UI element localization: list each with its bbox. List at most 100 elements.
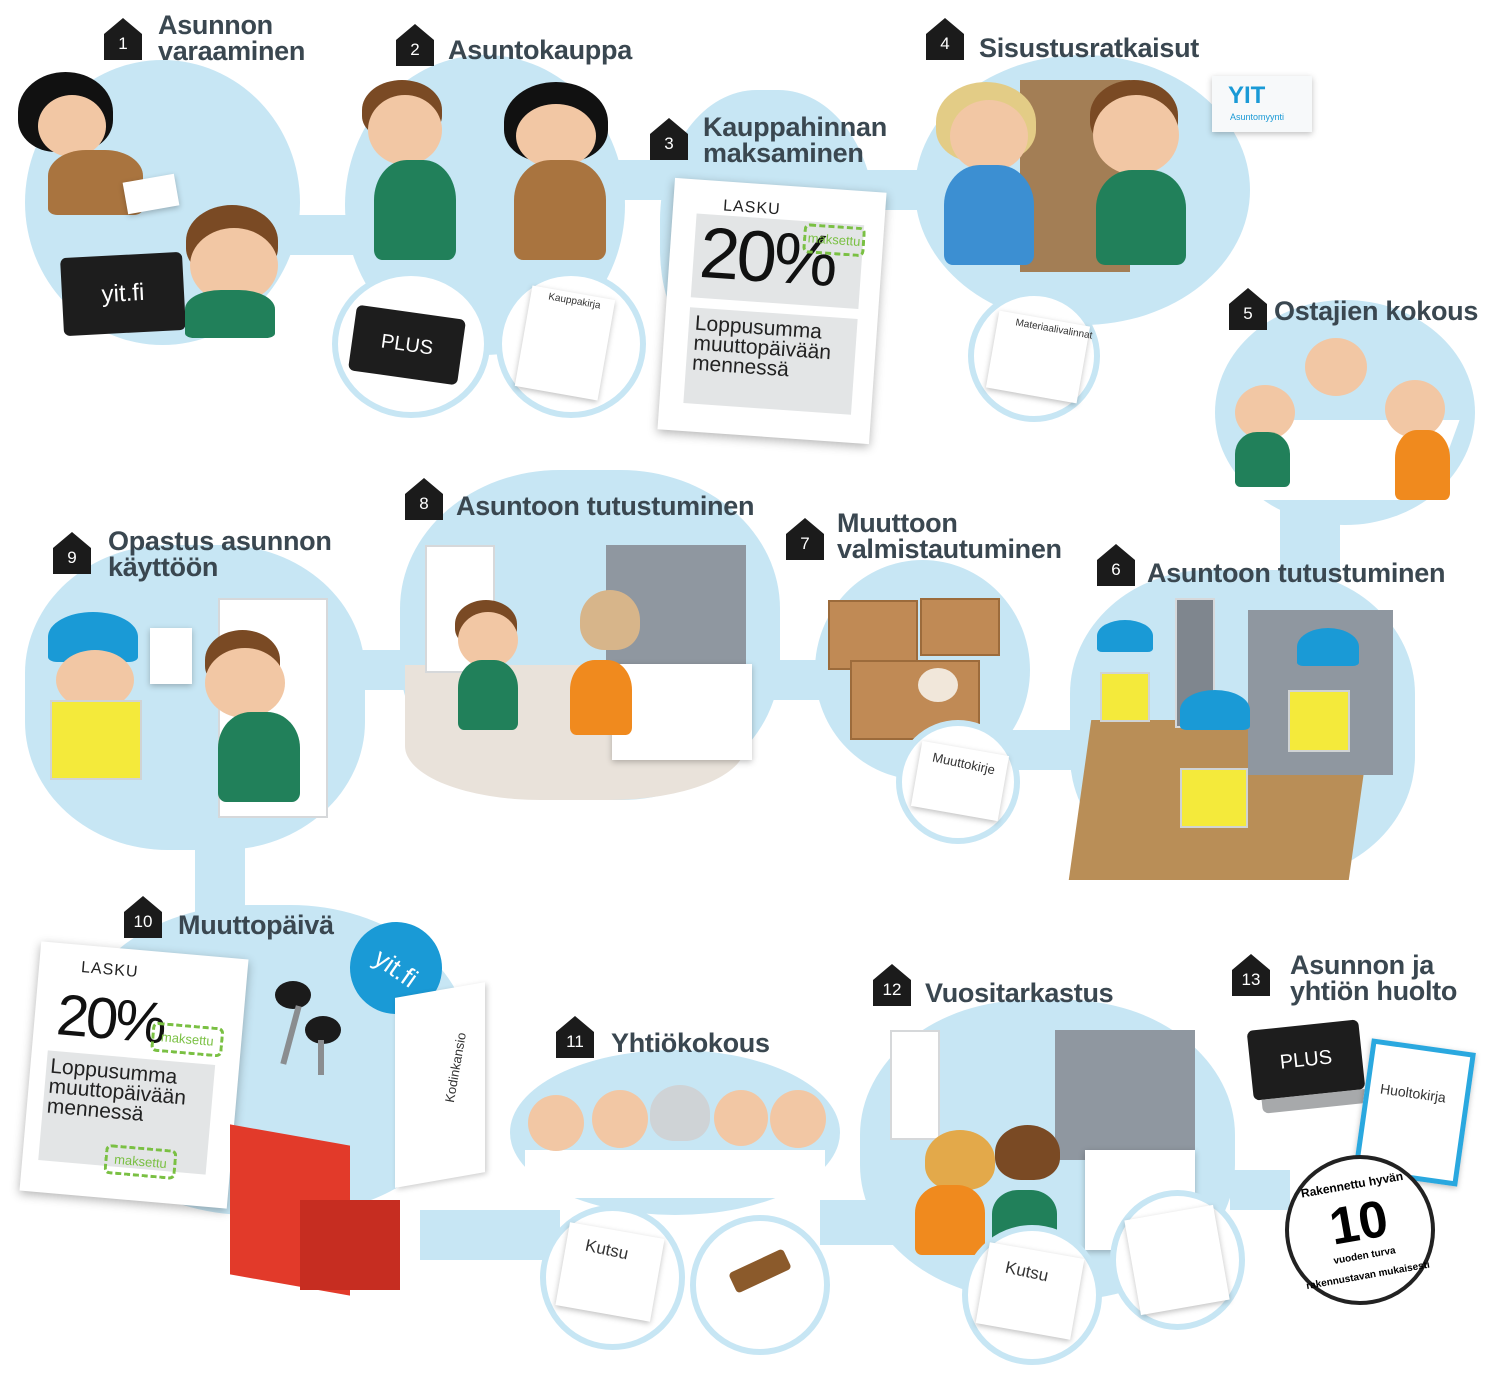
- laptop-step-1: yit.fi: [60, 251, 186, 337]
- house-icon: [53, 532, 91, 574]
- man-face: [1305, 338, 1367, 396]
- man-body: [458, 660, 518, 730]
- man-body: [218, 712, 300, 802]
- man-face: [1235, 385, 1295, 440]
- safety-vest: [50, 700, 142, 780]
- step-13-badge: 13: [1232, 954, 1270, 996]
- house-icon: [873, 964, 911, 1006]
- grandma-hair: [650, 1085, 710, 1141]
- house-icon: [104, 18, 142, 60]
- step-13-title: Asunnon ja yhtiön huolto: [1290, 950, 1458, 1006]
- house-icon: [124, 896, 162, 938]
- step-6-title: Asuntoon tutustuminen: [1147, 558, 1446, 588]
- step-9-badge: 9: [53, 532, 91, 574]
- step-2-number: 2: [410, 40, 420, 59]
- man-face: [528, 1095, 584, 1151]
- house-icon: [405, 478, 443, 520]
- man-body: [1235, 432, 1290, 487]
- house-icon: [1229, 288, 1267, 330]
- step-1-title: Asunnon varaaminen: [158, 10, 306, 66]
- step-8-number: 8: [419, 494, 429, 513]
- house-icon: [396, 24, 434, 66]
- step-8-title: Asuntoon tutustuminen: [456, 491, 755, 521]
- woman-body: [944, 165, 1034, 265]
- woman-face: [516, 104, 596, 168]
- yit-sign: YIT Asuntomyynti: [1212, 76, 1312, 132]
- step-6-badge: 6: [1097, 544, 1135, 586]
- step-3-badge: 3: [650, 118, 688, 160]
- step-4-badge: 4: [926, 18, 964, 60]
- step-11-title: Yhtiökokous: [611, 1028, 770, 1058]
- cat-face: [918, 668, 958, 702]
- laptop-plus-13: PLUS: [1246, 1019, 1366, 1101]
- man-body: [1096, 170, 1186, 265]
- invoice-note: Loppusumma muuttopäivään mennessä: [45, 1054, 187, 1126]
- step-7-badge: 7: [786, 518, 824, 560]
- step-5-title: Ostajien kokous: [1274, 296, 1479, 326]
- house-icon: [1097, 544, 1135, 586]
- woman-face: [950, 100, 1028, 172]
- kitchen-cabinets: [1055, 1030, 1195, 1160]
- step-5-badge: 5: [1229, 288, 1267, 330]
- step-9-number: 9: [67, 548, 77, 567]
- helmet-icon: [1180, 690, 1250, 730]
- asuntomyynti-label: Asuntomyynti: [1230, 112, 1285, 122]
- step-9-title: Opastus asunnon käyttöön: [108, 526, 332, 582]
- connector-10-11: [420, 1210, 560, 1260]
- step-11-badge: 11: [556, 1016, 594, 1058]
- yit-logo: YIT: [1228, 82, 1266, 109]
- invoice-step-3: LASKU 20% maksettu Loppusumma muuttopäiv…: [657, 177, 887, 445]
- home-folder: [395, 982, 485, 1188]
- house-icon: [786, 518, 824, 560]
- house-icon: [926, 18, 964, 60]
- woman-face: [770, 1090, 826, 1148]
- invitation-letter: [555, 1222, 665, 1322]
- moving-box: [920, 598, 1000, 656]
- man-face: [368, 95, 442, 165]
- step-7-number: 7: [800, 534, 810, 553]
- door-step-12: [890, 1030, 940, 1140]
- invoice-step-10: LASKU 20% maksettu Loppusumma muuttopäiv…: [19, 941, 249, 1209]
- step-10-number: 10: [133, 912, 153, 931]
- invoice-note: Loppusumma muuttopäivään mennessä: [691, 311, 832, 382]
- step-3-number: 3: [664, 134, 674, 153]
- step-2-title: Asuntokauppa: [448, 35, 632, 65]
- step-10-badge: 10: [124, 896, 162, 938]
- woman-face: [1385, 380, 1445, 438]
- step-7-title: Muuttoon valmistautuminen: [837, 508, 1062, 564]
- safety-vest: [1100, 672, 1150, 722]
- woman-face: [38, 95, 106, 157]
- step-2-badge: 2: [396, 24, 434, 66]
- connector-12-13: [1230, 1170, 1290, 1210]
- step-12-badge: 12: [873, 964, 911, 1006]
- paid-stamp: maksettu: [802, 223, 867, 258]
- meeting-table-11: [525, 1150, 825, 1198]
- house-icon: [1232, 954, 1270, 996]
- safety-vest: [1180, 768, 1248, 828]
- helmet-icon: [1297, 628, 1359, 666]
- man-body: [185, 290, 275, 338]
- woman-hair: [580, 590, 640, 650]
- kitchen-island: [612, 664, 752, 760]
- woman-body: [570, 660, 632, 735]
- man-face: [205, 648, 285, 718]
- step-12-title: Vuositarkastus: [925, 978, 1114, 1008]
- step-13-number: 13: [1241, 970, 1261, 989]
- step-5-number: 5: [1243, 304, 1253, 323]
- step-1-number: 1: [118, 34, 128, 53]
- circle-gavel: [690, 1215, 830, 1355]
- step-6-number: 6: [1111, 560, 1121, 579]
- truck-cab: [300, 1200, 400, 1290]
- paid-stamp: maksettu: [150, 1021, 225, 1058]
- step-8-badge: 8: [405, 478, 443, 520]
- step-4-number: 4: [940, 34, 950, 53]
- paid-stamp-2: maksettu: [103, 1143, 178, 1180]
- safety-vest: [1288, 690, 1350, 752]
- woman-body: [915, 1185, 985, 1255]
- woman-body: [514, 160, 606, 260]
- step-4-title: Sisustusratkaisut: [979, 33, 1199, 63]
- woman-body: [1395, 430, 1450, 500]
- house-icon: [650, 118, 688, 160]
- helmet-icon: [1097, 620, 1153, 652]
- checklist-document: [1124, 1204, 1230, 1316]
